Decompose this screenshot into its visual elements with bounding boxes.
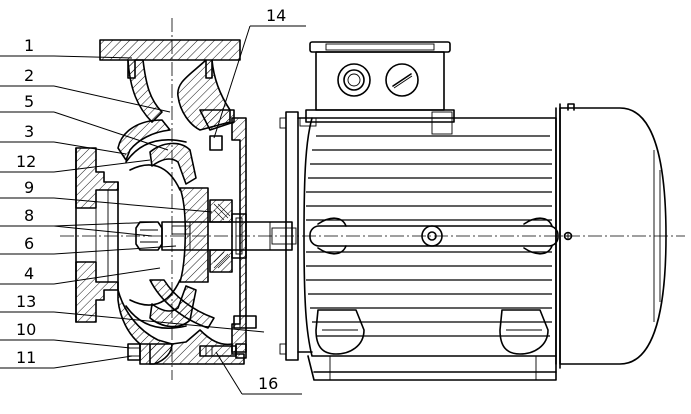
callout-1: 1 [24,36,34,55]
callout-6: 6 [24,234,34,253]
callout-4: 4 [24,264,34,283]
callout-11: 11 [16,348,36,367]
callout-2: 2 [24,66,34,85]
motor-body [303,103,667,369]
shaft-assembly [135,199,293,273]
callout-12: 12 [16,152,36,171]
callout-16: 16 [258,374,278,393]
motor-flange [271,111,313,361]
callout-8: 8 [24,206,34,225]
callout-14: 14 [266,6,286,25]
pump-casing [75,39,247,365]
motor-feet [307,309,557,381]
callout-9: 9 [24,178,34,197]
callout-3: 3 [24,122,34,141]
callout-labels: 1 2 5 3 12 9 8 6 4 13 10 11 14 16 [16,6,286,393]
callout-5: 5 [24,92,34,111]
cooling-fins [306,135,552,337]
leader-lines [0,25,306,395]
callout-10: 10 [16,320,36,339]
terminal-box [299,41,455,135]
callout-13: 13 [16,292,36,311]
